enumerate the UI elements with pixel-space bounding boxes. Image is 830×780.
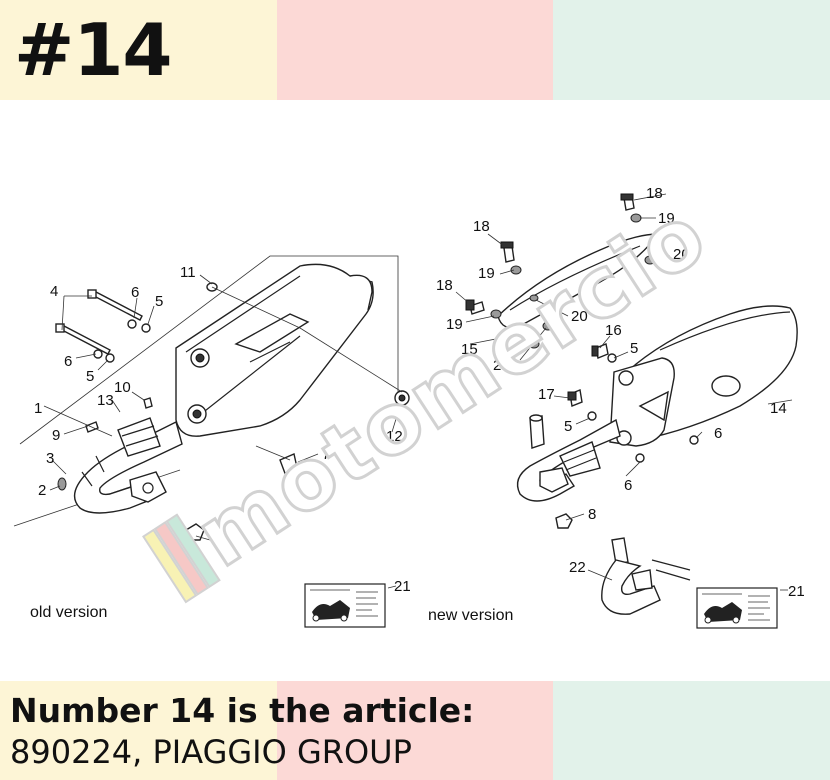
part-label-7: 7 xyxy=(322,446,330,463)
part-label-17: 17 xyxy=(538,386,555,403)
part-label-1: 1 xyxy=(34,400,42,417)
part-label-10: 10 xyxy=(114,379,131,396)
part-label-18: 18 xyxy=(473,218,490,235)
part-label-6: 6 xyxy=(64,353,72,370)
part-label-6: 6 xyxy=(131,284,139,301)
part-label-14: 14 xyxy=(770,400,787,417)
part-label-15: 15 xyxy=(461,341,478,358)
part-label-4: 4 xyxy=(50,283,58,300)
part-label-6: 6 xyxy=(714,425,722,442)
part-label-5: 5 xyxy=(564,418,572,435)
part-label-8: 8 xyxy=(588,506,596,523)
part-label-20: 20 xyxy=(673,246,690,263)
part-label-3: 3 xyxy=(46,450,54,467)
part-label-13: 13 xyxy=(97,392,114,409)
top-color-band xyxy=(0,0,830,100)
band-segment-yellow xyxy=(0,681,277,780)
old-version-assembly: 4 6 5 11 6 5 10 13 1 9 3 2 12 7 8 21 old… xyxy=(13,255,411,628)
part-number-heading: #14 xyxy=(14,8,173,92)
part-label-5: 5 xyxy=(86,368,94,385)
part-label-21: 21 xyxy=(394,578,411,595)
label-sheet-new xyxy=(696,587,788,629)
band-segment-mint xyxy=(553,681,830,780)
part-label-22: 22 xyxy=(569,559,586,576)
part-label-5: 5 xyxy=(155,293,163,310)
old-version-label: old version xyxy=(30,604,107,621)
part-label-12: 12 xyxy=(386,428,403,445)
article-caption-detail: 890224, PIAGGIO GROUP xyxy=(10,733,412,771)
part-label-19: 19 xyxy=(446,316,463,333)
part-label-20: 20 xyxy=(493,357,510,374)
article-caption-title: Number 14 is the article: xyxy=(10,691,475,730)
part-label-11: 11 xyxy=(180,264,196,281)
part-label-5: 5 xyxy=(630,340,638,357)
part-label-19: 19 xyxy=(478,265,495,282)
bottom-color-band xyxy=(0,681,830,780)
new-version-assembly: 18 19 20 18 19 18 19 20 15 20 16 5 17 5 … xyxy=(428,185,805,629)
band-segment-yellow xyxy=(0,0,277,100)
part-label-18: 18 xyxy=(646,185,663,202)
exploded-parts-diagram: 4 6 5 11 6 5 10 13 1 9 3 2 12 7 8 21 old… xyxy=(0,100,830,681)
band-segment-pink xyxy=(277,681,553,780)
label-sheet-old xyxy=(304,583,397,628)
part-label-8: 8 xyxy=(215,530,223,547)
band-segment-mint xyxy=(553,0,830,100)
part-label-19: 19 xyxy=(658,210,675,227)
part-label-18: 18 xyxy=(436,277,453,294)
part-label-16: 16 xyxy=(605,322,622,339)
part-label-9: 9 xyxy=(52,427,60,444)
part-label-2: 2 xyxy=(38,482,46,499)
part-label-20: 20 xyxy=(571,308,588,325)
part-label-6: 6 xyxy=(624,477,632,494)
part-label-21: 21 xyxy=(788,583,805,600)
new-version-label: new version xyxy=(428,607,513,624)
band-segment-pink xyxy=(277,0,553,100)
